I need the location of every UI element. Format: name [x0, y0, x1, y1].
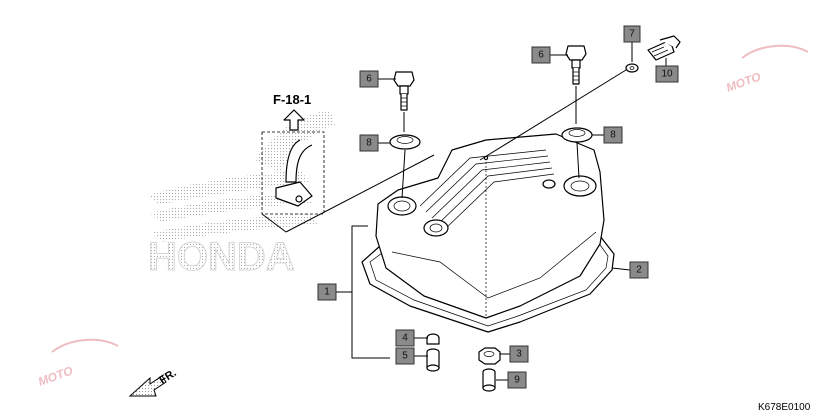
- callout-7: 7: [623, 25, 641, 43]
- callout-10: 10: [655, 65, 679, 83]
- svg-text:8: 8: [610, 130, 616, 141]
- moto-watermark-top: MOTO: [724, 44, 809, 95]
- svg-text:1: 1: [324, 287, 330, 298]
- dowel-pin-left: [426, 348, 440, 372]
- honda-logo-watermark: HONDA: [148, 110, 335, 280]
- moto-watermark-bottom: MOTO: [36, 338, 119, 389]
- svg-text:6: 6: [538, 50, 544, 61]
- grommet-right: [561, 127, 593, 143]
- svg-text:8: 8: [366, 138, 372, 149]
- callout-4: 4: [395, 329, 415, 347]
- breather-tube: [275, 139, 313, 207]
- diagram-code: K678E0100: [758, 402, 811, 413]
- up-arrow-icon: [283, 109, 305, 131]
- callout-6-right: 6: [531, 46, 551, 64]
- svg-text:6: 6: [366, 74, 372, 85]
- svg-text:4: 4: [402, 333, 408, 344]
- cylinder-head-cover: [361, 133, 615, 333]
- callout-9: 9: [507, 371, 527, 389]
- callout-8-right: 8: [603, 126, 623, 144]
- svg-text:3: 3: [516, 349, 522, 360]
- hex-nut: [478, 347, 501, 365]
- cap-nut: [426, 333, 440, 345]
- reference-frame: [261, 131, 325, 215]
- honda-logo-text: HONDA: [148, 235, 295, 279]
- callout-6-left: 6: [359, 70, 379, 88]
- bolt-left: [393, 71, 415, 111]
- svg-text:MOTO: MOTO: [36, 363, 75, 389]
- callout-1: 1: [317, 283, 337, 301]
- svg-text:10: 10: [661, 69, 673, 80]
- svg-text:9: 9: [514, 375, 520, 386]
- callout-5: 5: [395, 347, 415, 365]
- svg-text:5: 5: [402, 351, 408, 362]
- callout-3: 3: [509, 345, 529, 363]
- washer: [625, 63, 639, 73]
- front-direction-arrow-icon: [128, 375, 167, 397]
- reference-label: F-18-1: [273, 92, 311, 107]
- callout-8-left: 8: [359, 134, 379, 152]
- svg-text:7: 7: [629, 29, 635, 40]
- grommet-left: [389, 134, 421, 150]
- bolt-right: [565, 45, 587, 85]
- svg-text:MOTO: MOTO: [724, 69, 763, 95]
- svg-text:2: 2: [636, 265, 642, 276]
- callout-2: 2: [629, 261, 649, 279]
- bolt-small: [647, 35, 681, 61]
- dowel-pin-right: [482, 368, 496, 392]
